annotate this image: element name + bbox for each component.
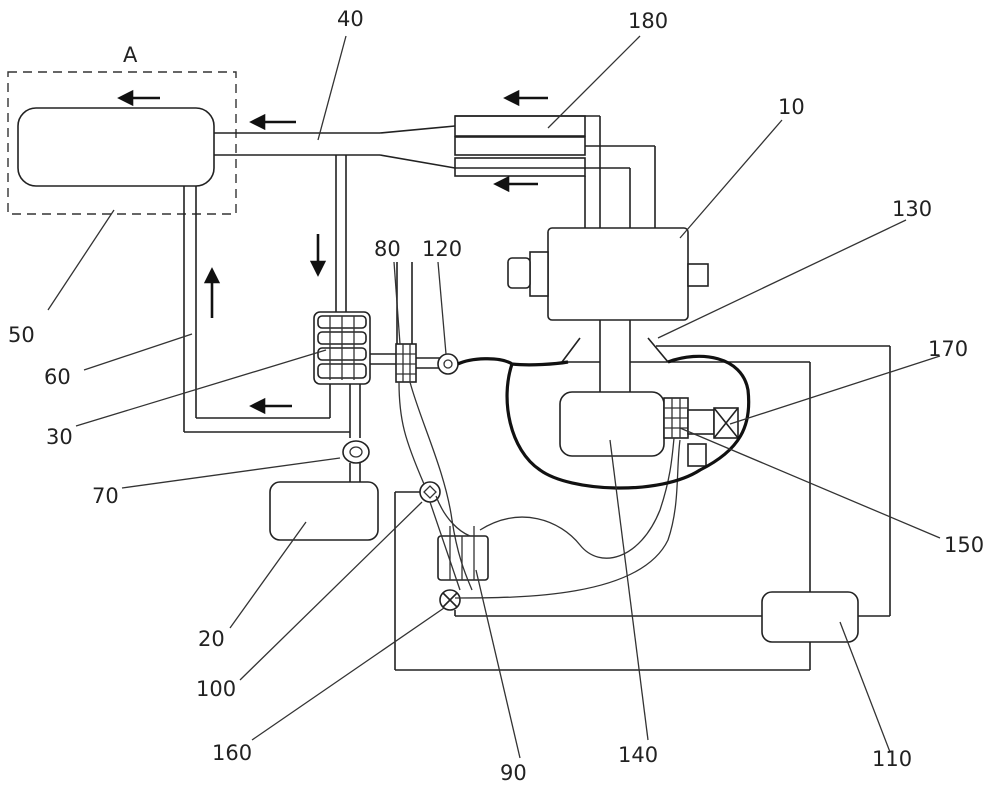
pump-70: [342, 440, 370, 482]
heat-exchanger-30: [313, 311, 371, 385]
arrow-left-a: [117, 89, 160, 107]
sensor-120: [437, 353, 459, 375]
arrow-up-60: [203, 267, 221, 318]
component-20: [269, 481, 379, 541]
battery-90: [437, 526, 489, 581]
label-10: 10: [778, 95, 805, 119]
label-170: 170: [928, 337, 968, 361]
label-130: 130: [892, 197, 932, 221]
label-60: 60: [44, 365, 71, 389]
component-50: [17, 107, 215, 187]
label-30: 30: [46, 425, 73, 449]
reference-labels: A 40 180 10 130 80 120 170 50 60 30 70 1…: [8, 7, 984, 785]
label-100: 100: [196, 677, 236, 701]
arrow-left-bottom: [249, 397, 292, 415]
label-20: 20: [198, 627, 225, 651]
valve-160: [439, 589, 461, 611]
label-90: 90: [500, 761, 527, 785]
label-150: 150: [944, 533, 984, 557]
component-140: [559, 391, 665, 457]
label-180: 180: [628, 9, 668, 33]
label-120: 120: [422, 237, 462, 261]
thin-curves: [398, 381, 681, 599]
region-a-boundary: [7, 71, 237, 215]
label-50: 50: [8, 323, 35, 347]
label-70: 70: [92, 484, 119, 508]
component-180: [454, 115, 656, 228]
pipe-40: [214, 125, 456, 312]
flow-arrows: [117, 89, 548, 415]
wire-harness: [457, 354, 751, 490]
pipe-60: [183, 186, 361, 438]
label-160: 160: [212, 741, 252, 765]
label-a: A: [123, 43, 138, 67]
arrow-down-30: [309, 234, 327, 277]
leader-lines: [47, 35, 941, 759]
label-110: 110: [872, 747, 912, 771]
component-10: [507, 227, 709, 392]
connector-150: [663, 397, 715, 467]
mount-130: [560, 337, 670, 363]
component-110: [761, 591, 859, 643]
label-140: 140: [618, 743, 658, 767]
label-80: 80: [374, 237, 401, 261]
branch-lines: [370, 353, 440, 369]
arrow-left-40: [249, 113, 296, 131]
cooling-loop: [394, 345, 891, 671]
arrow-left-180-top: [503, 89, 548, 107]
arrow-left-180-bottom: [493, 175, 538, 193]
label-40: 40: [337, 7, 364, 31]
connector-80: [395, 262, 417, 383]
